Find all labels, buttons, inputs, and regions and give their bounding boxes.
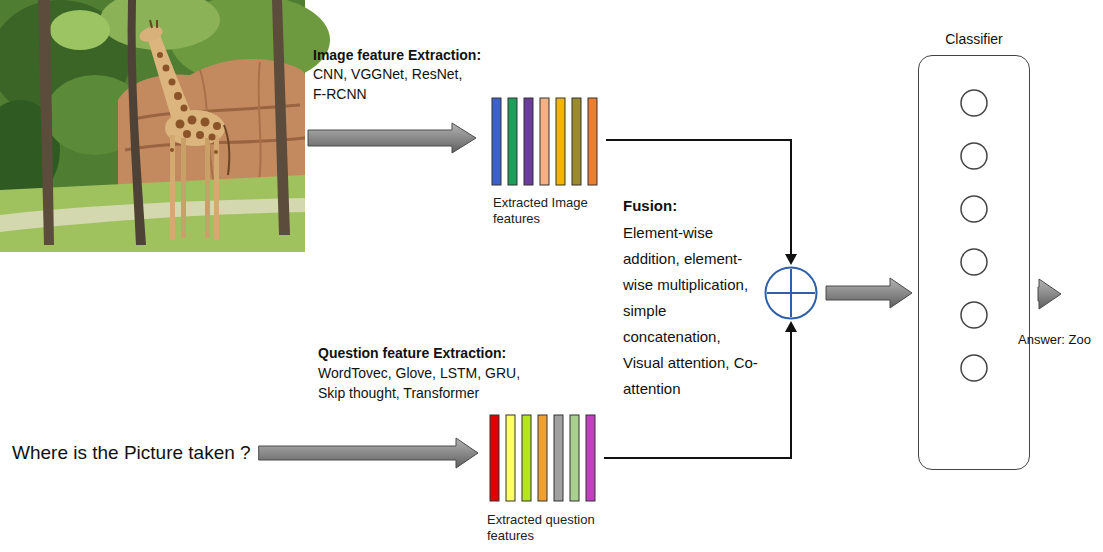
- image-feature-bars: [492, 98, 597, 185]
- node-heading: Where is the Picture taken ?: [12, 441, 251, 465]
- connector-line: [606, 140, 797, 265]
- classifier-box: Classifier: [918, 55, 1030, 470]
- node-body: Element-wise addition, element-wise mult…: [623, 220, 759, 402]
- node-heading: Fusion:: [623, 196, 677, 216]
- node-heading: Extracted Image features: [493, 195, 589, 227]
- node-heading: Extracted question features: [487, 512, 599, 544]
- extraction-arrow: [308, 123, 476, 153]
- giraffe: [137, 20, 229, 240]
- arrow-body: [1038, 279, 1061, 309]
- method-list: CNN, VGGNet, ResNet, F-RCNN: [313, 64, 478, 104]
- arrow-body: [826, 278, 912, 308]
- flow-arrow: [259, 438, 478, 468]
- node-heading: Classifier: [919, 30, 1029, 48]
- feature-vector: Extracted Image features: [486, 95, 606, 227]
- question-text: Where is the Picture taken ?: [12, 441, 251, 465]
- fusion-symbol: [764, 266, 818, 320]
- node-heading: Answer: Zoo: [1018, 331, 1091, 348]
- giraffe-photo: [0, 0, 330, 252]
- fusion-cross: [767, 292, 815, 294]
- flow-arrow: [826, 278, 912, 308]
- arrow-head: [785, 254, 797, 265]
- flow-arrow: [1038, 279, 1061, 309]
- arrow-head: [785, 321, 797, 332]
- feature-vector: Extracted question features: [484, 412, 604, 544]
- arrow-body: [259, 438, 478, 468]
- method-list: WordTovec, Glove, LSTM, GRU, Skip though…: [318, 363, 523, 403]
- answer-text: Answer: Zoo: [1018, 331, 1091, 348]
- classifier-neurons: [961, 90, 987, 381]
- method-heading: Question feature Extraction:: [318, 344, 506, 362]
- fusion-ring: [766, 268, 817, 319]
- question-feature-bars: [490, 415, 595, 501]
- fusion-circle: Fusion:Element-wise addition, element-wi…: [764, 266, 818, 320]
- method-heading: Image feature Extraction:: [313, 46, 481, 64]
